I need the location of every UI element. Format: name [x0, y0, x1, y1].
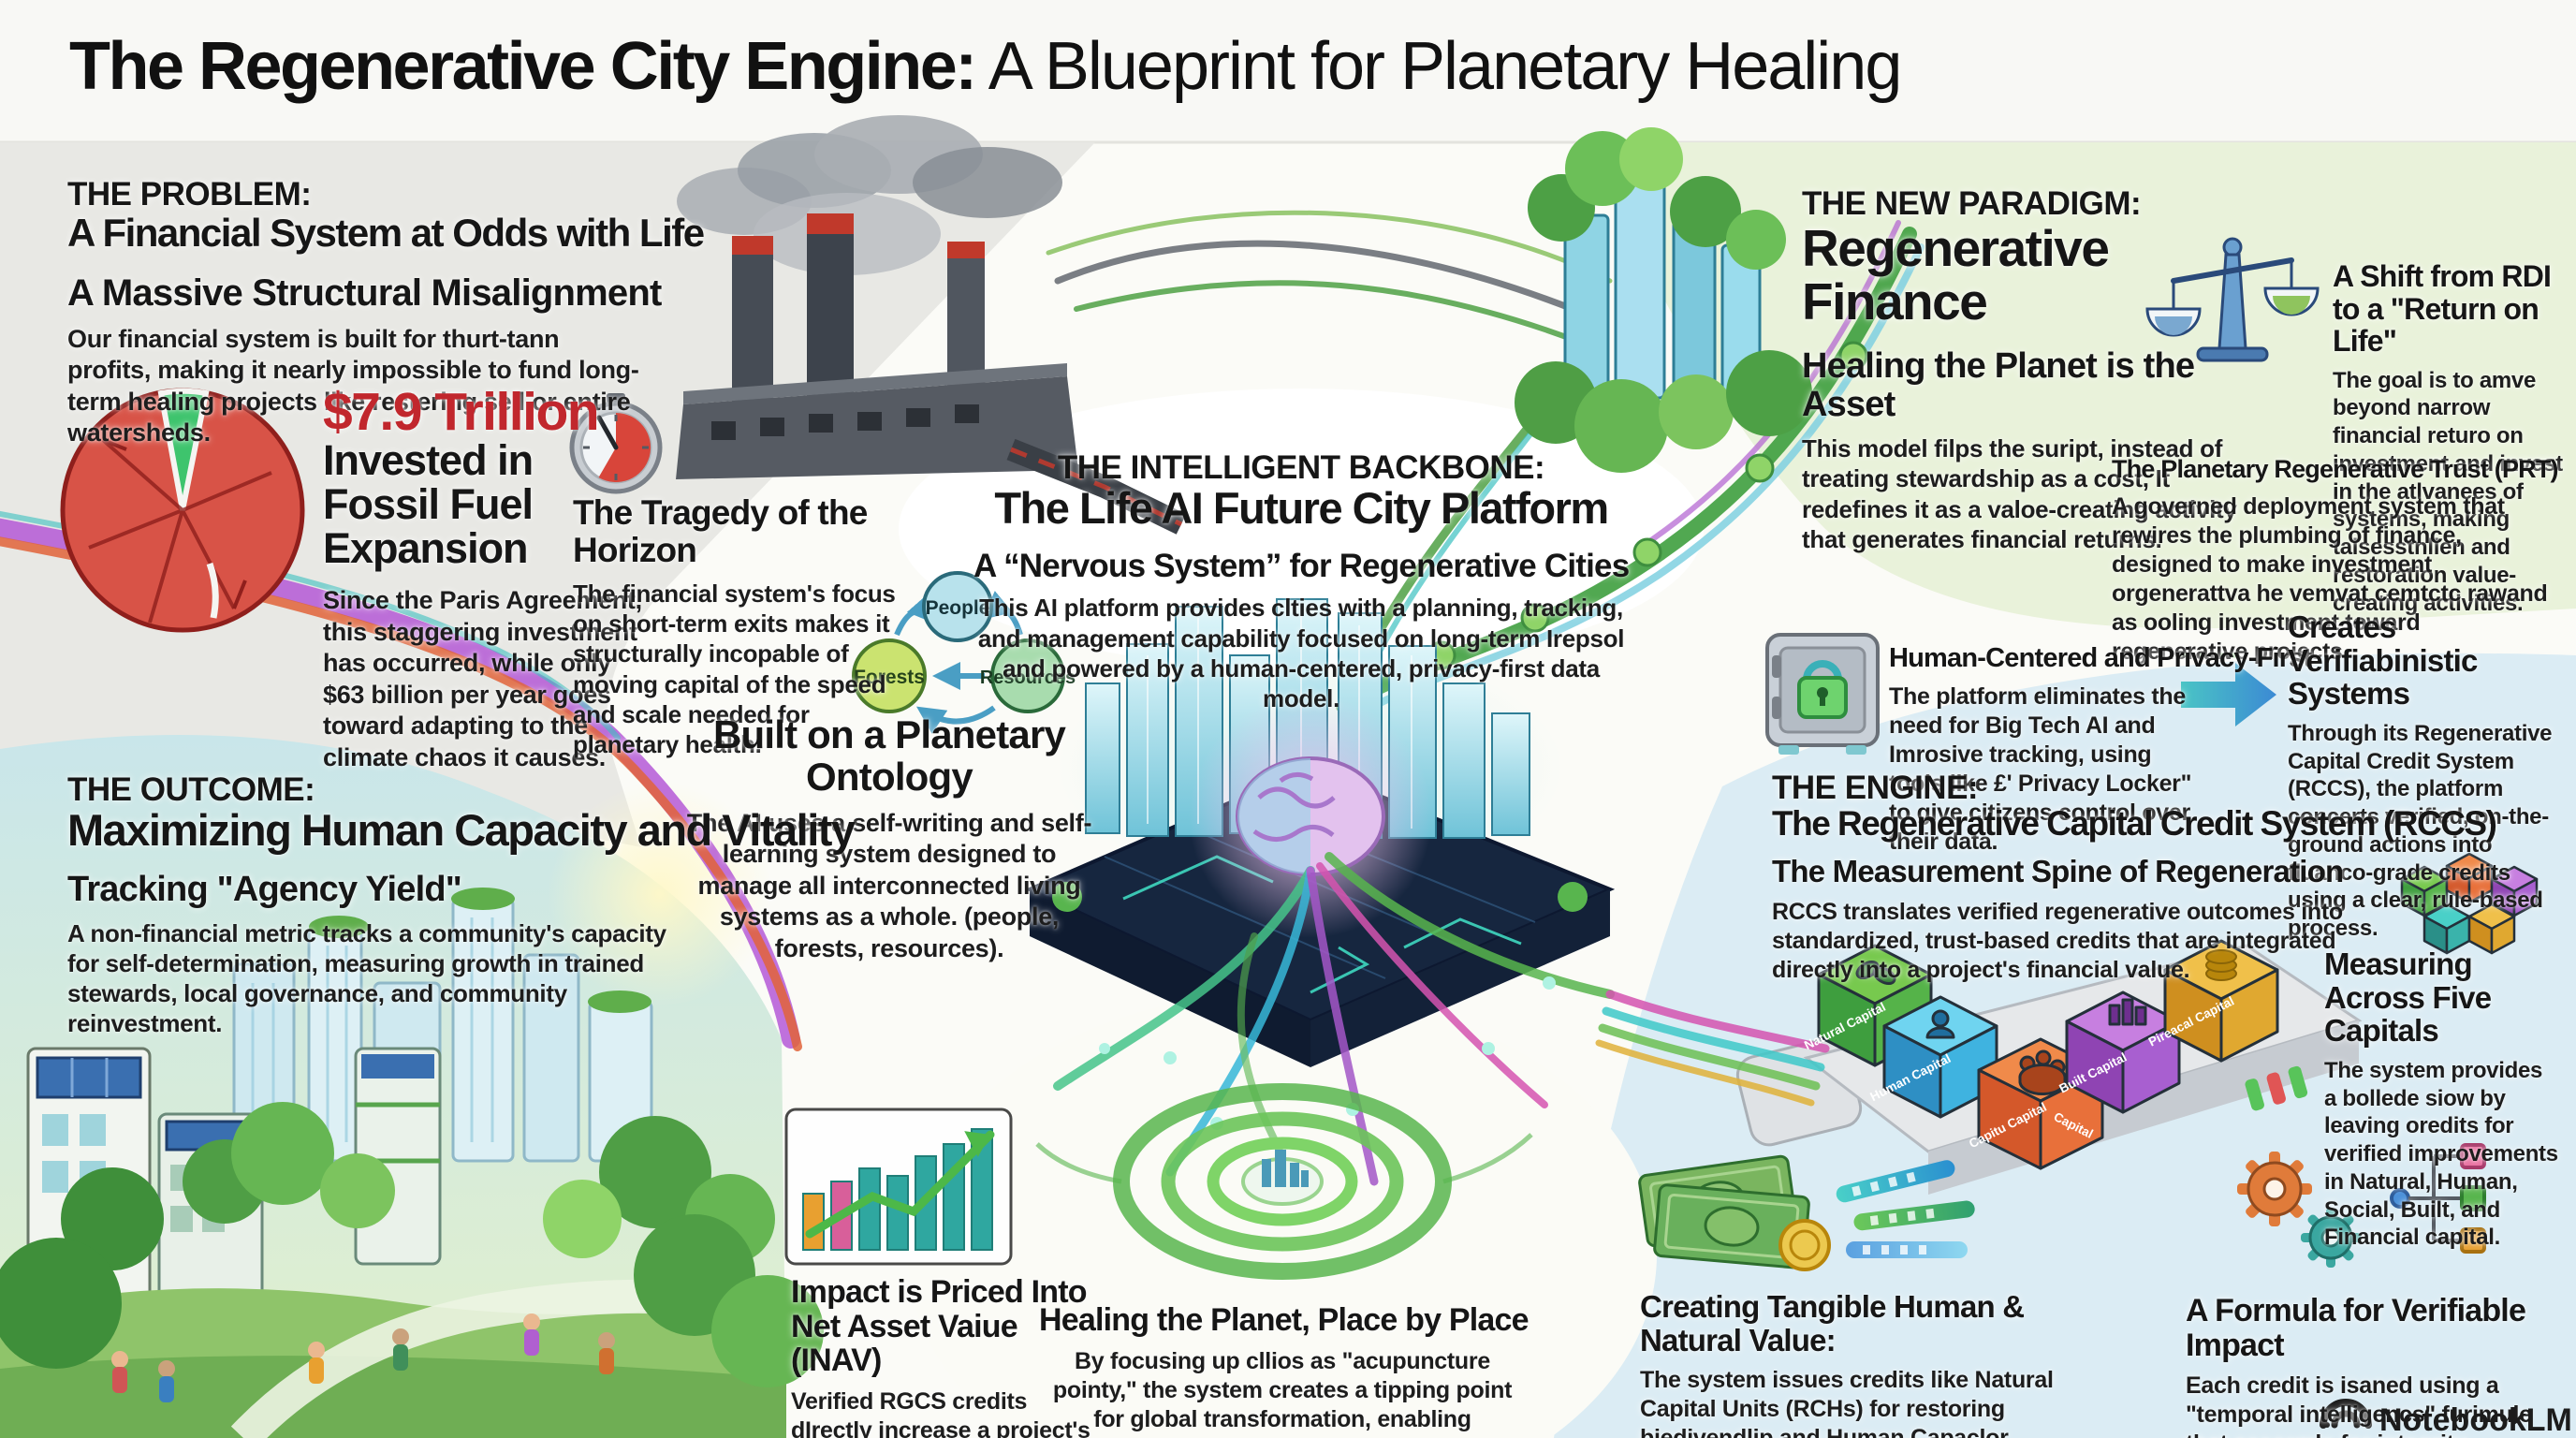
- measuring-body: The system provides a bollede siow by le…: [2324, 1057, 2558, 1251]
- factory-illustration: [676, 115, 1187, 535]
- brand-name: NotebookLM: [2379, 1402, 2572, 1438]
- inav-block: Impact is Priced Into Net Asset Vaiue (I…: [791, 1275, 1114, 1438]
- healing-title: Healing the Planet, Place by Place: [1039, 1302, 1530, 1338]
- paradigm-subheading: Healing the Planet is the Asset: [1802, 346, 2195, 425]
- people-figures: [111, 1313, 615, 1402]
- brand-mark: NotebookLM: [2379, 1402, 2572, 1438]
- privacy-safe-icon: [1765, 633, 1880, 755]
- page-title-strong: The Regenerative City Engine:: [69, 29, 977, 104]
- paradigm-body: This model filps the suript, instead of …: [1802, 434, 2237, 553]
- healing-body: By focusing up cllios as "acupuncture po…: [1050, 1347, 1515, 1438]
- ontology-block: Built on a Planetary Ontology The AI use…: [679, 713, 1100, 964]
- gears-icon: [2237, 1152, 2361, 1268]
- outcome-body: A non-financial metric tracks a communit…: [67, 918, 666, 1038]
- shift-block: A Shift from RDI to a "Return on Life" T…: [2333, 260, 2567, 617]
- measuring-block: Measuring Across Five Capitals The syste…: [2324, 947, 2558, 1252]
- section-outcome: THE OUTCOME: Maximizing Human Capacity a…: [67, 771, 856, 1039]
- problem-heading: A Financial System at Odds with Life: [67, 210, 705, 255]
- trees: [0, 1102, 824, 1387]
- engine-kicker: THE ENGINE:: [1772, 770, 1979, 806]
- ontology-title: Built on a Planetary Ontology: [712, 712, 1066, 800]
- problem-subheading: A Massive Structural Misalignment: [67, 272, 662, 315]
- credit-stick-icons: [1836, 1160, 1975, 1258]
- privacy-title: Human-Centered and Privacy-First: [1889, 643, 2312, 673]
- verifiable-block: Creates Verifiabinistic Systems Through …: [2288, 610, 2559, 943]
- ontology-body: The AI uses a self-writing and self-lear…: [686, 808, 1092, 962]
- problem-body: Our financial system is built for thurt-…: [67, 324, 639, 448]
- backbone-kicker: THE INTELLIGENT BACKBONE:: [1057, 449, 1545, 486]
- outcome-heading: Maximizing Human Capacity and Vitality: [67, 804, 856, 855]
- cracked-pie-chart-icon: [60, 388, 305, 633]
- privacy-body: The platform eliminates the need for Big…: [1889, 683, 2192, 856]
- shift-body: The goal is to amve beyond narrow financ…: [2333, 367, 2563, 616]
- city-buildings: [1085, 598, 1530, 839]
- backbone-body: This AI platform provides clties with a …: [977, 594, 1625, 713]
- planetary-cycle-diagram: People Forests Resources: [852, 571, 1076, 734]
- city-brain-illustration: [1025, 598, 1616, 1186]
- stat-body: Since the Paris Agreement, this staggeri…: [323, 586, 642, 771]
- backbone-subheading: A “Nervous System” for Regenerative Citi…: [973, 547, 1630, 584]
- problem-kicker: THE PROBLEM:: [67, 176, 312, 213]
- formula-block: A Formula for Verifiable Impact Each cre…: [2186, 1294, 2541, 1438]
- cycle-node-people: People: [926, 597, 990, 619]
- tragedy-horizon-block: The Tragedy of the Horizon The financial…: [573, 494, 921, 759]
- money-credits-icon: [1638, 1154, 1975, 1271]
- capital-cube-built: [2065, 990, 2181, 1114]
- capital-cube-financial: [2163, 939, 2279, 1063]
- value-body: The system issues credits like Natural C…: [1640, 1367, 2054, 1438]
- paradigm-heading: Regenerative Finance: [1802, 218, 2110, 330]
- notebooklm-logo-icon: [2320, 1399, 2372, 1429]
- horizon-body: The financial system's focus on short-te…: [573, 579, 896, 759]
- outcome-subheading: Tracking "Agency Yield": [67, 869, 462, 909]
- stat-value: $7.9 Trillion: [323, 382, 600, 442]
- prt-block: The Planetary Regenerative Trust (PRT) A…: [2112, 455, 2561, 667]
- paradigm-kicker: THE NEW PARADIGM:: [1802, 185, 2142, 222]
- page-title: The Regenerative City Engine: A Blueprin…: [69, 28, 2503, 105]
- formula-title: A Formula for Verifiable Impact: [2186, 1293, 2526, 1363]
- regenerative-city-illustration: [1515, 127, 1812, 473]
- horizon-title: The Tragedy of the Horizon: [573, 493, 868, 569]
- cube-stack-icon: [2400, 852, 2539, 955]
- page-title-light: A Blueprint for Planetary Healing: [974, 29, 1903, 104]
- verifiable-title: Creates Verifiabinistic Systems: [2288, 609, 2478, 712]
- value-title: Creating Tangible Human & Natural Value:: [1640, 1289, 2025, 1357]
- prt-body: A governed deployment system that rewire…: [2112, 493, 2548, 666]
- engine-body: RCCS translates verified regenerative ou…: [1772, 898, 2343, 983]
- stat-label: Invested in Fossil Fuel Expansion: [323, 436, 534, 572]
- outcome-kicker: THE OUTCOME:: [67, 771, 315, 808]
- engine-subheading: The Measurement Spine of Regeneration: [1772, 854, 2344, 889]
- inav-bar-chart-icon: [784, 1108, 1013, 1266]
- engine-heading: The Regenerative Capital Credit System (…: [1772, 803, 2497, 843]
- value-block: Creating Tangible Human & Natural Value:…: [1640, 1290, 2056, 1438]
- capital-cube-human: [1882, 995, 1998, 1119]
- flow-arrow-icon: [2181, 653, 2276, 726]
- healing-block: Healing the Planet, Place by Place By fo…: [1039, 1302, 1530, 1438]
- section-problem: THE PROBLEM: A Financial System at Odds …: [67, 176, 705, 448]
- prt-title: The Planetary Regenerative Trust (PRT): [2112, 455, 2559, 483]
- inav-title: Impact is Priced Into Net Asset Vaiue (I…: [791, 1274, 1088, 1379]
- formula-tree-icon: [2390, 1143, 2486, 1254]
- fossil-fuel-stat: $7.9 Trillion Invested in Fossil Fuel Ex…: [323, 386, 646, 773]
- balance-scale-icon: [2145, 237, 2320, 362]
- community-city-illustration: [0, 888, 824, 1438]
- formula-body: Each credit is isaned using a "temporal …: [2186, 1372, 2532, 1438]
- shift-title: A Shift from RDI to a "Return on Life": [2333, 259, 2552, 359]
- stopwatch-icon: [569, 393, 663, 494]
- cycle-node-resources: Resources: [980, 668, 1076, 688]
- section-backbone: THE INTELLIGENT BACKBONE: The Life AI Fu…: [973, 449, 1630, 713]
- measuring-title: Measuring Across Five Capitals: [2324, 946, 2492, 1049]
- section-engine: THE ENGINE: The Regenerative Capital Cre…: [1772, 770, 2539, 985]
- verifiable-body: Through its Regenerative Capital Credit …: [2288, 720, 2553, 942]
- privacy-block: Human-Centered and Privacy-First The pla…: [1889, 643, 2312, 857]
- backbone-heading: The Life AI Future City Platform: [994, 482, 1609, 533]
- inav-body: Verified RGCS credits dIrectly increase …: [791, 1388, 1090, 1438]
- acupuncture-rings-icon: [1035, 1083, 1533, 1280]
- rccs-engine-illustration: Natural Capital Human Capital Capitu Cap…: [1595, 939, 2363, 1195]
- section-paradigm: THE NEW PARADIGM: Regenerative Finance H…: [1802, 185, 2261, 554]
- cycle-node-forests: Forests: [854, 667, 925, 688]
